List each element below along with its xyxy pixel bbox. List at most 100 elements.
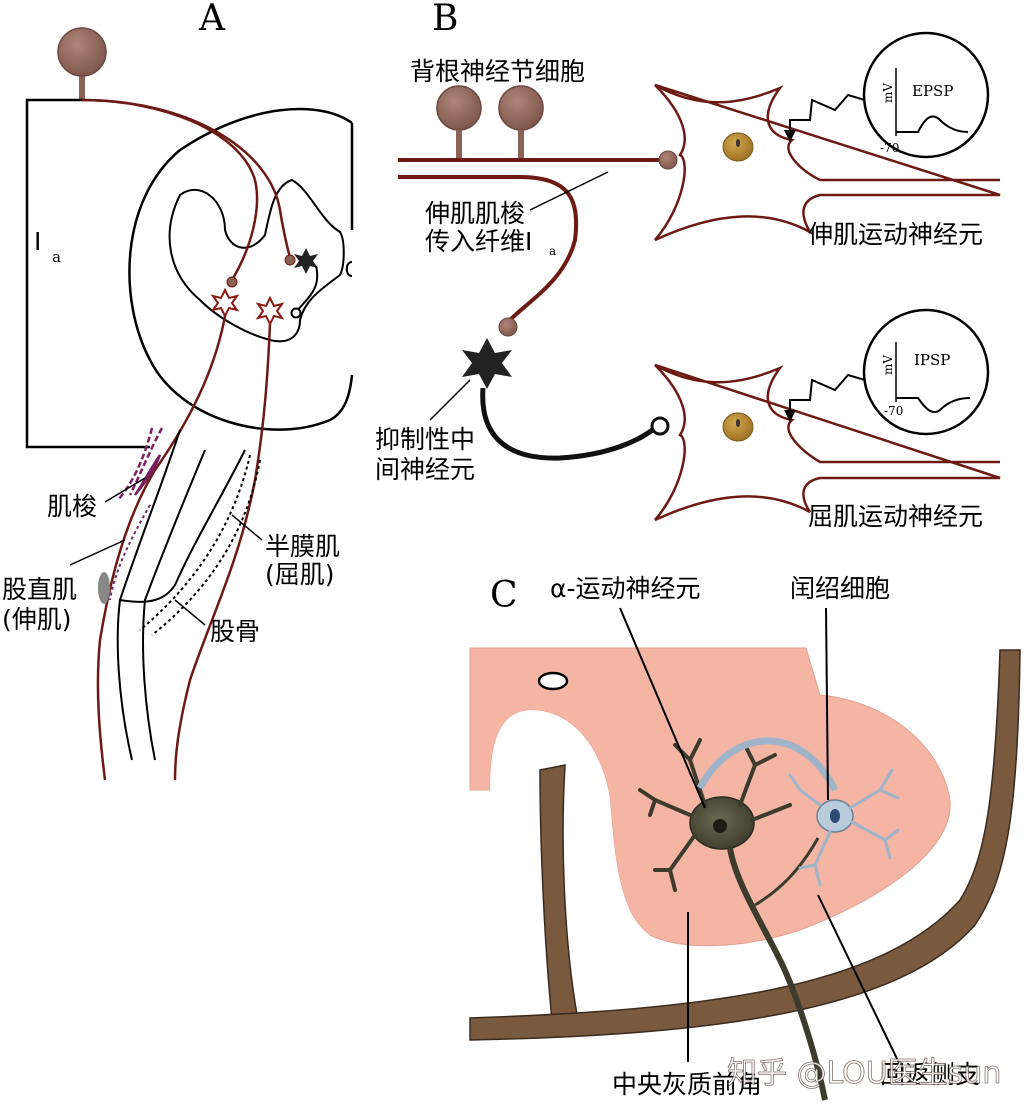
flexor-mn-label: 屈肌运动神经元 — [808, 502, 983, 531]
extensor-motor-axon — [96, 315, 227, 781]
ipsp-electrode — [789, 373, 866, 420]
alpha-mn-label: α-运动神经元 — [550, 574, 701, 603]
flexor-motor-neuron-b — [654, 363, 1001, 522]
semimembranosus-role: (屈肌) — [265, 560, 335, 589]
epsp-label: EPSP — [912, 82, 953, 100]
interneuron-axon-b — [480, 387, 657, 461]
afferent-label-line2: 传入纤维I — [425, 227, 532, 256]
femur-contour — [119, 449, 246, 603]
ia-subscript: a — [52, 248, 61, 266]
epsp-electrode-tip — [784, 130, 796, 142]
renshaw-cell — [696, 737, 900, 887]
ventral-horn-grey-matter — [469, 647, 951, 947]
drg-cells-label: 背根神经节细胞 — [410, 57, 585, 86]
ipsp-electrode-tip — [784, 410, 796, 422]
white-matter-region — [490, 710, 650, 1020]
alpha-mn-dendrites — [638, 738, 792, 892]
afferent-label-line1: 伸肌肌梭 — [425, 199, 525, 228]
panel-label-c: C — [490, 575, 518, 616]
panel-a: A I a 肌梭 — [2, 0, 354, 781]
afferent-terminal-interneuron-b — [498, 317, 518, 337]
afferent-fiber-interneuron — [81, 98, 292, 259]
renshaw-dendrites — [788, 768, 900, 887]
semimembranosus-dotted-1 — [139, 454, 251, 631]
recurrent-collateral-fiber — [754, 837, 820, 907]
recurrent-collateral-leader — [817, 894, 901, 1066]
outer-white-matter-band — [469, 649, 1021, 1041]
rectus-femoris-label: 股直肌 — [2, 575, 77, 604]
epsp-trace — [896, 115, 969, 133]
renshaw-leader — [825, 607, 829, 801]
panel-c: C α-运动神经元 闰绍细胞 中央灰 — [469, 574, 1021, 1101]
drg-cell-1 — [436, 85, 482, 131]
ipsp-inset — [862, 308, 990, 436]
flexor-motor-neuron-a — [255, 295, 285, 327]
interneuron-terminal-b — [650, 416, 670, 436]
ipsp-rest-label: -70 — [884, 404, 903, 418]
epsp-inset — [862, 31, 990, 159]
panel-label-a: A — [198, 0, 226, 39]
drg-cell-2 — [498, 85, 544, 131]
semimembranosus-dotted-2 — [151, 459, 261, 636]
interneuron-terminal-a — [290, 307, 302, 319]
ventral-horn-label: 中央灰质前角 — [612, 1070, 762, 1099]
inhibitory-interneuron-b — [462, 338, 512, 389]
afferent-label-subscript: a — [549, 244, 556, 258]
rectus-femoris-marker — [98, 572, 110, 604]
epsp-rest-label: -70 — [880, 141, 899, 155]
spindle-fiber-1 — [128, 427, 164, 496]
spindle-fiber-2 — [117, 427, 154, 501]
spindle-leader — [104, 477, 146, 503]
ipsp-mv-label: mV — [881, 355, 895, 375]
afferent-terminal-extensor-b — [658, 150, 678, 170]
extensor-motor-neuron-b — [654, 83, 1001, 242]
interneuron-leader — [429, 379, 471, 421]
renshaw-axon — [696, 737, 839, 792]
drg-cell-body — [57, 27, 107, 77]
extensor-mn-label: 伸肌运动神经元 — [808, 220, 983, 249]
afferent-leader — [529, 171, 609, 211]
renshaw-label: 闰绍细胞 — [790, 574, 890, 603]
ipsp-trace — [896, 397, 971, 414]
ipsp-label: IPSP — [914, 351, 950, 369]
femur-label: 股骨 — [210, 617, 260, 646]
afferent-fiber-to-interneuron — [398, 175, 579, 322]
alpha-mn-nucleus — [713, 819, 727, 833]
interneuron-axon-a — [297, 265, 319, 311]
alpha-motor-neuron — [638, 738, 828, 1101]
afferent-terminal-extensor — [226, 276, 238, 288]
renshaw-nucleus — [830, 809, 840, 823]
watermark: 知乎 @LOU医生sun — [727, 1056, 1001, 1091]
ia-label: I — [34, 227, 41, 256]
femur-leader — [174, 599, 206, 626]
extensor-mn-nucleolus — [736, 139, 740, 147]
flexor-motor-axon — [173, 323, 272, 781]
muscle-spindle-label: 肌梭 — [47, 492, 97, 521]
central-canal — [345, 261, 353, 277]
semimembranosus-label: 半膜肌 — [265, 532, 340, 561]
rectus-femoris-leader — [69, 539, 126, 566]
ia-afferent-loop — [25, 98, 150, 449]
epsp-electrode — [789, 93, 866, 140]
flexor-mn-nucleolus — [736, 419, 740, 427]
small-vessel — [537, 671, 569, 691]
recurrent-collateral-label: 回返侧支 — [880, 1060, 980, 1089]
rectus-femoris-dotted — [109, 504, 151, 601]
inhibitory-interneuron-a — [294, 248, 318, 274]
afferent-fiber-extensor — [81, 98, 259, 281]
interneuron-label-line2: 间神经元 — [375, 455, 475, 484]
afferent-terminal-interneuron — [284, 254, 296, 266]
panel-label-b: B — [432, 0, 458, 39]
rectus-femoris-role: (伸肌) — [2, 605, 72, 634]
extensor-motor-neuron-a — [210, 287, 240, 319]
spinal-cord-outline — [128, 107, 354, 431]
semimembranosus-leader — [231, 514, 263, 541]
alpha-mn-axon — [727, 847, 828, 1101]
panel-b: B 背根神经节细胞 伸肌肌梭 传入纤维I a 抑制性中 间神经元 伸肌运动神经元 — [375, 0, 1001, 531]
epsp-mv-label: mV — [881, 83, 895, 103]
interneuron-label-line1: 抑制性中 — [375, 425, 475, 454]
muscle-spindle-shape — [133, 454, 162, 496]
leg-contour-2 — [142, 449, 206, 761]
alpha-mn-leader — [619, 607, 706, 809]
